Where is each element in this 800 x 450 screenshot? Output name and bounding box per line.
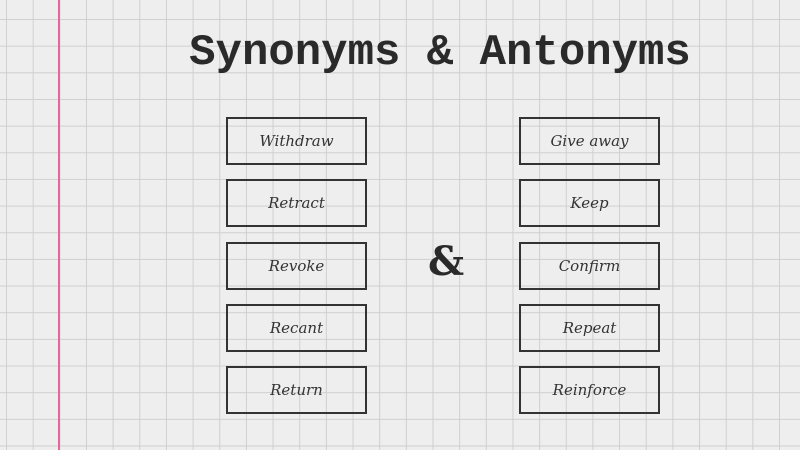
ampersand-symbol: &	[428, 238, 465, 285]
antonym-card[interactable]: Confirm	[519, 241, 660, 290]
synonym-card[interactable]: Retract	[226, 179, 367, 228]
synonym-card[interactable]: Recant	[226, 303, 367, 352]
synonym-card[interactable]: Return	[226, 366, 367, 415]
page-title: Synonyms & Antonyms	[189, 28, 691, 78]
margin-line	[58, 0, 60, 450]
synonym-card[interactable]: Revoke	[226, 241, 367, 290]
antonym-card[interactable]: Give away	[519, 117, 660, 165]
synonyms-column: Withdraw Retract Revoke Recant Return	[226, 117, 367, 428]
antonym-card[interactable]: Keep	[519, 179, 660, 228]
synonym-card[interactable]: Withdraw	[226, 117, 367, 165]
antonyms-column: Give away Keep Confirm Repeat Reinforce	[519, 117, 660, 428]
antonym-card[interactable]: Reinforce	[519, 366, 660, 415]
antonym-card[interactable]: Repeat	[519, 303, 660, 352]
